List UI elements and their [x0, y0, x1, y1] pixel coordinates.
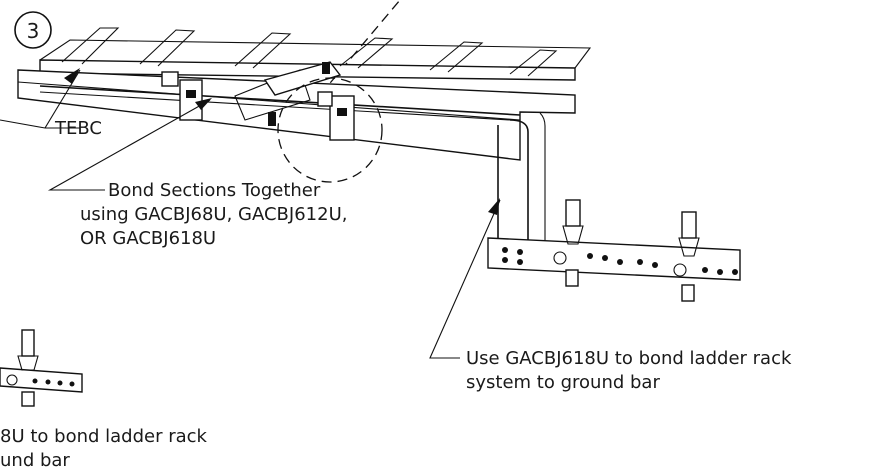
ground-bar-hole	[652, 262, 658, 268]
splice-bolt	[268, 112, 276, 126]
clamp-bolt	[337, 108, 347, 116]
leader-lines	[0, 68, 501, 359]
tebc-label: TEBC	[54, 118, 102, 139]
bond-sections-label-line1: Bond Sections Together	[108, 180, 321, 201]
bond-sections-label-line3: OR GACBJ618U	[80, 228, 216, 249]
ground-bar-hole	[502, 257, 508, 263]
rack-rung	[509, 49, 558, 77]
bond-clamp-left	[161, 71, 203, 121]
rack-rung	[139, 29, 196, 67]
bond-sections-label-line2: using GACBJ68U, GACBJ612U,	[80, 204, 347, 225]
partial-ground-bar-foot	[21, 391, 35, 407]
ground-bar-hole	[637, 259, 643, 265]
clamp-bolt	[186, 90, 196, 98]
ground-bar-hole	[517, 259, 523, 265]
partial-ground-bar-insulator	[6, 374, 18, 386]
partial-ground-bar-hole	[69, 381, 75, 387]
ground-bar-hole	[717, 269, 723, 275]
downlead-conductors	[497, 112, 546, 250]
ground-bar-foot	[681, 284, 695, 302]
downlead-conductor	[509, 119, 529, 250]
bond-clamp-right	[317, 91, 355, 141]
ground-bar-standoff	[678, 237, 700, 257]
partial-ground-bar-tab	[21, 329, 35, 357]
downlead-conductor	[539, 112, 546, 250]
ground-bar-partial	[0, 329, 83, 407]
ground-bar-body	[487, 237, 741, 281]
partial-ground-bar-hole	[45, 379, 51, 385]
tebc-arrowhead	[64, 68, 80, 84]
partial-ground-bar-hole	[32, 378, 38, 384]
ground-bar-hole	[617, 259, 623, 265]
ground-bar-standoff	[562, 225, 584, 245]
use-gacbj-leader	[429, 199, 501, 359]
front-rail-edge	[17, 81, 521, 121]
bond-sections-arrowhead	[195, 98, 212, 110]
partial-label-line2: und bar	[0, 450, 70, 471]
ground-conductor	[39, 91, 511, 121]
ground-bar-hole	[587, 253, 593, 259]
ground-bar-hole	[517, 249, 523, 255]
rack-rung	[339, 37, 394, 69]
ground-bar-hole	[732, 269, 738, 275]
bond-sections-leader	[47, 99, 211, 191]
clamp-body	[329, 95, 355, 141]
ground-bar-insulator	[673, 263, 687, 277]
clamp-lug	[317, 91, 333, 107]
rack-rung	[234, 32, 292, 69]
ground-conductor	[39, 85, 521, 116]
partial-ground-bar-body	[0, 367, 83, 393]
rack-back-rail-lip	[39, 39, 592, 69]
partial-ground-bar-standoff	[17, 355, 39, 371]
rack-rung	[429, 41, 484, 73]
ground-bar-hole	[702, 267, 708, 273]
splice-bolt	[322, 62, 330, 74]
ground-bar-hole	[502, 247, 508, 253]
ground-bar-foot	[565, 269, 579, 287]
clamp-lug	[161, 71, 179, 87]
use-gacbj-label-line2: system to ground bar	[466, 372, 660, 393]
ladder-rack	[17, 27, 592, 183]
ground-bar-tab	[565, 199, 581, 227]
section-centerline	[319, 0, 401, 96]
partial-label-line1: 8U to bond ladder rack	[0, 426, 208, 447]
step-number: 3	[27, 19, 40, 43]
partial-ground-bar-hole	[57, 380, 63, 386]
use-gacbj-label-line1: Use GACBJ618U to bond ladder rack	[466, 348, 792, 369]
use-gacbj-arrowhead	[488, 198, 500, 215]
rack-rung	[61, 27, 120, 65]
ground-bar-insulator	[553, 251, 567, 265]
splice-bracket	[263, 61, 342, 96]
ground-bar	[487, 199, 741, 302]
ground-bar-hole	[602, 255, 608, 261]
clamp-body	[179, 79, 203, 121]
step-circle	[14, 11, 52, 49]
detail-circle	[277, 77, 383, 183]
ground-bar-tab	[681, 211, 697, 239]
step-badge: 3	[14, 11, 52, 49]
